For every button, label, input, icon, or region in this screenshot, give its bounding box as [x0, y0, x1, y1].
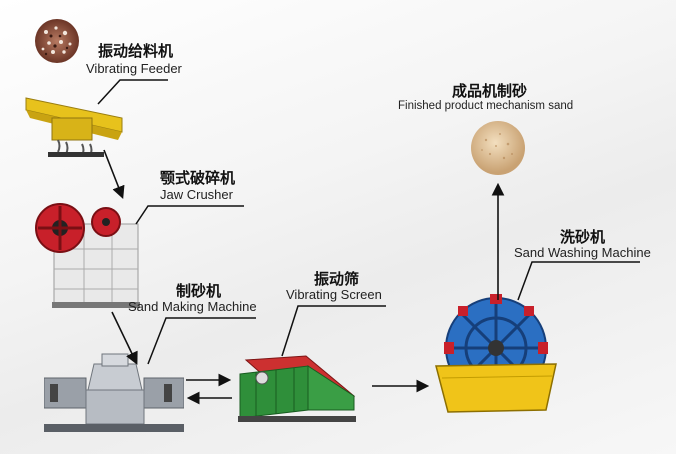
- screen-label-cn: 振动筛: [314, 270, 360, 288]
- screen-leader-line: [281, 305, 386, 357]
- jaw-crusher-image: [35, 203, 140, 308]
- product-label-cn: 成品机制砂: [452, 82, 528, 100]
- washer-label-cn: 洗砂机: [560, 228, 606, 246]
- finished-sand-swatch: [471, 121, 525, 175]
- sandmaker-label-en: Sand Making Machine: [128, 299, 257, 314]
- jaw-label-en: Jaw Crusher: [160, 187, 233, 202]
- sandmaker-leader-line: [147, 317, 256, 365]
- vibrating-screen-image: [238, 355, 356, 422]
- product-label-en: Finished product mechanism sand: [398, 100, 574, 112]
- washer-label-en: Sand Washing Machine: [514, 245, 651, 260]
- sand-making-machine-image: [44, 353, 184, 432]
- feeder-label-en: Vibrating Feeder: [86, 61, 182, 76]
- jaw-leader-line: [135, 205, 244, 225]
- sand-washing-machine-image: [435, 294, 557, 413]
- arrow-feeder-to-jaw: [103, 149, 125, 199]
- sandmaker-label-cn: 制砂机: [176, 282, 222, 300]
- raw-stone-swatch: [35, 19, 79, 63]
- washer-leader-line: [517, 261, 640, 301]
- feeder-label-cn: 振动给料机: [98, 42, 174, 60]
- feeder-leader-line: [97, 79, 168, 105]
- jaw-label-cn: 颚式破碎机: [160, 169, 236, 187]
- screen-label-en: Vibrating Screen: [286, 287, 382, 302]
- vibrating-feeder-image: [25, 97, 123, 157]
- arrow-jaw-to-sandmaker: [111, 311, 138, 365]
